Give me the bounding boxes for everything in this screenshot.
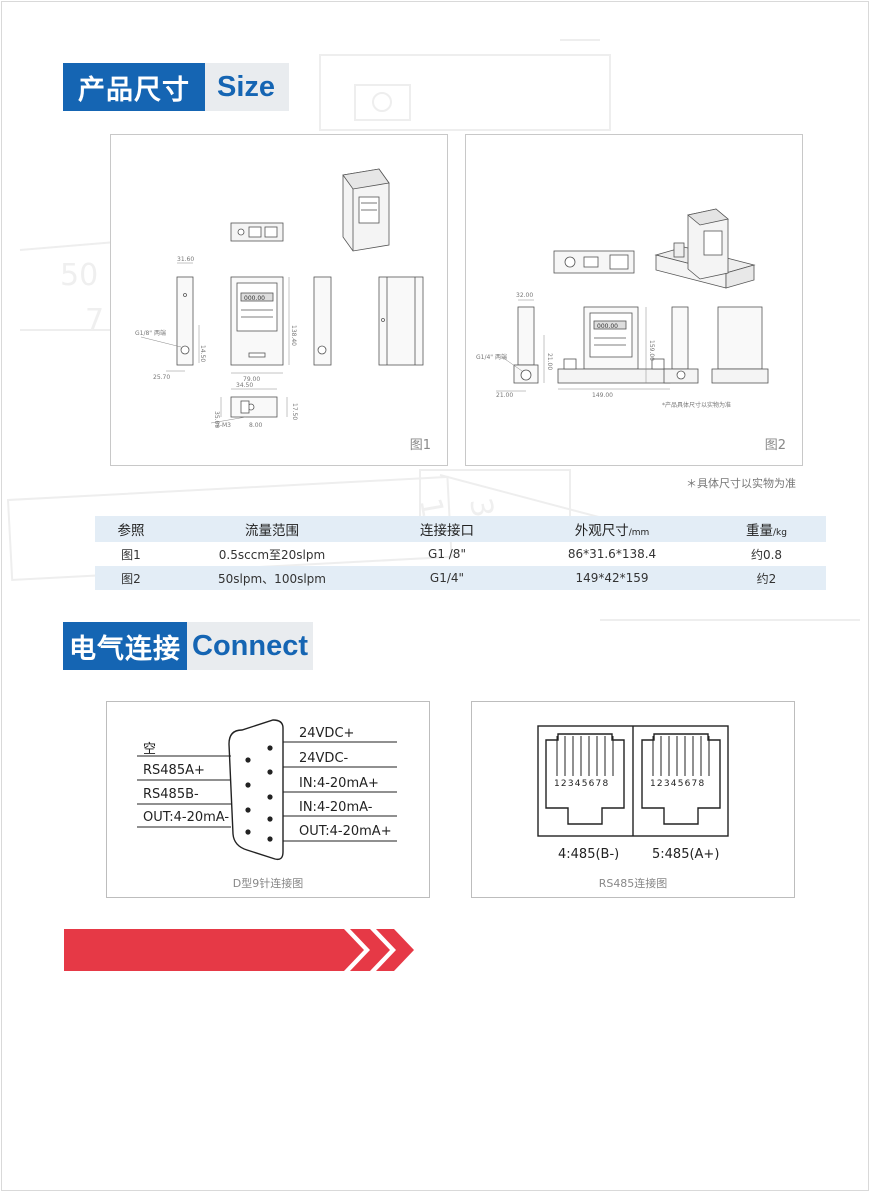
table-row: 图1 0.5sccm至20slpm G1 /8" 86*31.6*138.4 约… <box>95 542 826 566</box>
rj45-jack-graphic <box>537 725 729 837</box>
svg-text:79.00: 79.00 <box>243 376 260 383</box>
svg-text:32.00: 32.00 <box>516 292 533 299</box>
db9-connector-graphic <box>137 719 397 861</box>
cell-flow: 50slpm、100slpm <box>218 571 326 586</box>
svg-text:14.50: 14.50 <box>199 345 206 362</box>
size-title-cn: 产品尺寸 <box>63 63 205 111</box>
figure-2-panel: 000.00 32.00 149.00 159.00 21. <box>465 134 803 466</box>
cell-weight: 约2 <box>756 571 777 586</box>
fig1-port-label: G1/8" 两端 <box>135 329 166 337</box>
svg-text:138.40: 138.40 <box>290 325 297 346</box>
rj45-right-pin-numbers: 12345678 <box>650 779 706 789</box>
cell-ref: 图1 <box>121 547 141 562</box>
svg-text:31.60: 31.60 <box>177 256 194 263</box>
svg-text:149.00: 149.00 <box>592 392 613 399</box>
db9-left-pin-1: 空 <box>143 742 157 757</box>
size-title-en: Size <box>205 63 290 111</box>
rj45-label-a: 5:485(A+) <box>652 847 720 862</box>
rj45-caption: RS485连接图 <box>598 877 668 890</box>
svg-text:34.50: 34.50 <box>236 382 253 389</box>
db9-left-pin-2: RS485A+ <box>143 763 205 778</box>
svg-text:50: 50 <box>60 258 98 293</box>
db9-diagram: 空 RS485A+ RS485B- OUT:4-20mA- 24VDC+ 24V… <box>106 701 430 898</box>
header-weight: 重量/kg <box>746 523 787 539</box>
connect-title-en: Connect <box>187 622 313 670</box>
db9-right-pin-1: 24VDC+ <box>299 726 355 741</box>
svg-text:35: 35 <box>462 495 503 539</box>
db9-right-pin-4: IN:4-20mA- <box>299 800 373 815</box>
svg-text:13: 13 <box>412 495 453 539</box>
db9-left-pin-4: OUT:4-20mA- <box>143 810 230 825</box>
svg-text:21.00: 21.00 <box>496 392 513 399</box>
svg-text:2-M3: 2-M3 <box>216 422 231 429</box>
cell-size: 86*31.6*138.4 <box>567 547 657 561</box>
header-flow: 流量范围 <box>245 523 299 539</box>
header-ref: 参照 <box>117 523 145 539</box>
size-section-header: 产品尺寸 Size <box>63 63 290 111</box>
spec-table-header: 参照 流量范围 连接接口 外观尺寸/mm 重量/kg <box>95 516 826 542</box>
figure-2-drawing: 000.00 32.00 149.00 159.00 21. <box>476 208 769 409</box>
figure-2-label: 图2 <box>764 438 786 453</box>
size-note: ＊具体尺寸以实物为准 <box>686 477 796 490</box>
svg-text:21.00: 21.00 <box>546 353 553 370</box>
svg-text:35.00: 35.00 <box>213 411 220 428</box>
cell-ref: 图2 <box>121 571 141 586</box>
db9-right-pin-2: 24VDC- <box>299 751 349 766</box>
db9-right-pin-5: OUT:4-20mA+ <box>299 824 392 839</box>
rj45-label-b: 4:485(B-) <box>558 847 620 862</box>
header-size: 外观尺寸/mm <box>574 523 650 539</box>
cell-size: 149*42*159 <box>575 571 649 585</box>
fig2-port-label: G1/4" 两端 <box>476 353 507 361</box>
rj45-diagram: 12345678 12345678 4:485(B-) 5:485(A+) RS… <box>471 701 795 898</box>
table-row: 图2 50slpm、100slpm G1/4" 149*42*159 约2 <box>95 566 826 590</box>
db9-caption: D型9针连接图 <box>232 877 304 890</box>
figure-1-drawing: 000.00 <box>135 168 424 429</box>
cell-port: G1/4" <box>429 571 465 585</box>
svg-text:159.00: 159.00 <box>648 340 655 361</box>
db9-left-pin-3: RS485B- <box>143 787 199 802</box>
connect-section-header: 电气连接 Connect <box>63 622 313 670</box>
cell-port: G1 /8" <box>428 547 466 561</box>
cell-weight: 约0.8 <box>750 547 783 562</box>
header-port: 连接接口 <box>420 523 474 539</box>
svg-text:7: 7 <box>85 303 104 338</box>
spec-table: 参照 流量范围 连接接口 外观尺寸/mm 重量/kg 图1 0.5sccm至20… <box>95 516 826 590</box>
cell-flow: 0.5sccm至20slpm <box>218 547 326 562</box>
fig2-note: *产品具体尺寸以实物为准 <box>662 401 731 409</box>
svg-text:000.00: 000.00 <box>597 323 618 330</box>
decorative-arrow-bar <box>64 929 414 971</box>
svg-text:8.00: 8.00 <box>249 422 263 429</box>
connect-title-cn: 电气连接 <box>63 622 187 670</box>
figure-1-label: 图1 <box>409 438 431 453</box>
figure-1-panel: 000.00 <box>110 134 448 466</box>
db9-right-pin-3: IN:4-20mA+ <box>299 776 379 791</box>
svg-text:000.00: 000.00 <box>244 295 265 302</box>
svg-text:17.50: 17.50 <box>291 403 298 420</box>
rj45-left-pin-numbers: 12345678 <box>554 779 610 789</box>
svg-text:25.70: 25.70 <box>153 374 170 381</box>
